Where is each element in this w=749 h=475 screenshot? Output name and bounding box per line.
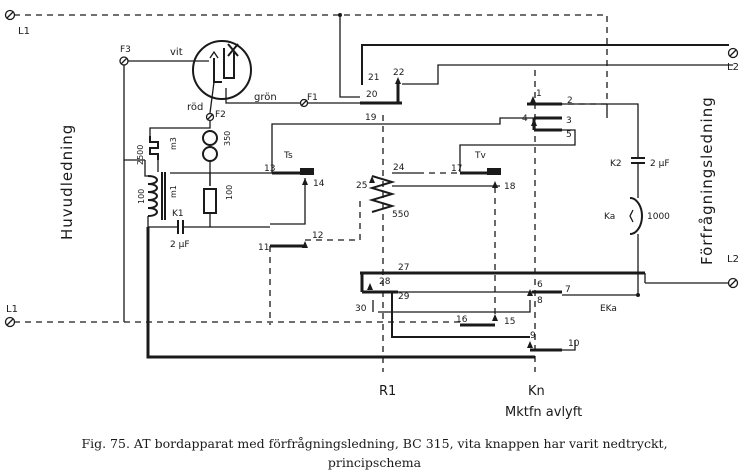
caption-line-1: Fig. 75. AT bordapparat med förfrågnings… — [81, 436, 668, 451]
receiver-350 — [202, 130, 218, 162]
label-rod: röd — [187, 102, 203, 113]
contact-11: 11 — [258, 243, 269, 253]
terminal-l1-bottom: L1 — [4, 304, 18, 328]
m1-induction-coil — [147, 172, 166, 220]
contact-6: 6 — [537, 280, 543, 290]
label-f1: F1 — [307, 93, 318, 103]
label-550: 550 — [392, 210, 409, 220]
label-huvudledning: Huvudledning — [58, 124, 76, 240]
transmitter-100 — [203, 188, 217, 214]
label-k1: K1 — [172, 209, 184, 219]
contact-4: 4 — [522, 114, 528, 124]
caption-line-2: principschema — [327, 455, 422, 470]
terminal-l1-bottom-label: L1 — [6, 304, 18, 315]
contact-12: 12 — [312, 231, 323, 241]
label-f2: F2 — [215, 110, 226, 120]
contact-18: 18 — [504, 182, 516, 192]
handset-unit — [192, 40, 252, 100]
contact-9: 9 — [530, 331, 536, 341]
label-k2-value: 2 μF — [650, 159, 670, 169]
label-100-m1: 100 — [137, 189, 146, 204]
label-ka-value: 1000 — [647, 212, 670, 222]
contact-19: 19 — [365, 113, 377, 123]
label-gron: grön — [254, 92, 277, 103]
label-f3: F3 — [120, 45, 131, 55]
contact-16: 16 — [456, 315, 468, 325]
contact-5: 5 — [566, 130, 572, 140]
terminal-l2-bottom-label: L2 — [727, 254, 739, 265]
wire-l1-top-dashed — [14, 14, 608, 105]
label-kn: Kn — [528, 384, 545, 399]
contact-2: 2 — [567, 96, 573, 106]
contact-14: 14 — [313, 179, 325, 189]
resistor-550 — [368, 175, 396, 213]
label-100-trans: 100 — [225, 185, 234, 200]
contact-22: 22 — [393, 68, 404, 78]
label-mktfn: Mktfn avlyft — [505, 405, 582, 420]
label-r1: R1 — [379, 384, 396, 399]
terminal-l2-top: L2 — [727, 47, 739, 73]
contact-8: 8 — [537, 296, 543, 306]
contact-24: 24 — [393, 163, 405, 173]
label-ts: Ts — [283, 151, 293, 161]
contact-25: 25 — [356, 181, 367, 191]
contact-10: 10 — [568, 339, 580, 349]
label-forfragningsledning: Förfrågningsledning — [698, 96, 716, 265]
label-k1-value: 2 μF — [170, 240, 190, 250]
label-eka: EKa — [600, 304, 617, 314]
contact-7: 7 — [565, 285, 571, 295]
contact-13: 13 — [264, 164, 275, 174]
contact-30: 30 — [355, 304, 367, 314]
contact-17: 17 — [451, 164, 462, 174]
contact-27: 27 — [398, 263, 409, 273]
terminal-l2-top-label: L2 — [727, 62, 739, 73]
label-350: 350 — [223, 131, 232, 146]
contact-21: 21 — [368, 73, 379, 83]
contact-15: 15 — [504, 317, 515, 327]
label-m1: m1 — [169, 185, 178, 198]
contact-20: 20 — [366, 90, 378, 100]
contact-28: 28 — [379, 277, 391, 287]
contact-29: 29 — [398, 292, 410, 302]
label-vit: vit — [170, 47, 183, 58]
bell-ka — [629, 197, 643, 235]
label-ka: Ka — [604, 212, 615, 222]
label-k2: K2 — [610, 159, 622, 169]
label-m3: m3 — [169, 137, 178, 150]
label-2500: 2500 — [136, 145, 145, 165]
m3-coil — [149, 136, 159, 160]
label-tv: Tv — [474, 151, 486, 161]
terminal-l1-top-label: L1 — [18, 26, 30, 37]
contact-3: 3 — [566, 116, 572, 126]
contact-1: 1 — [536, 89, 542, 99]
